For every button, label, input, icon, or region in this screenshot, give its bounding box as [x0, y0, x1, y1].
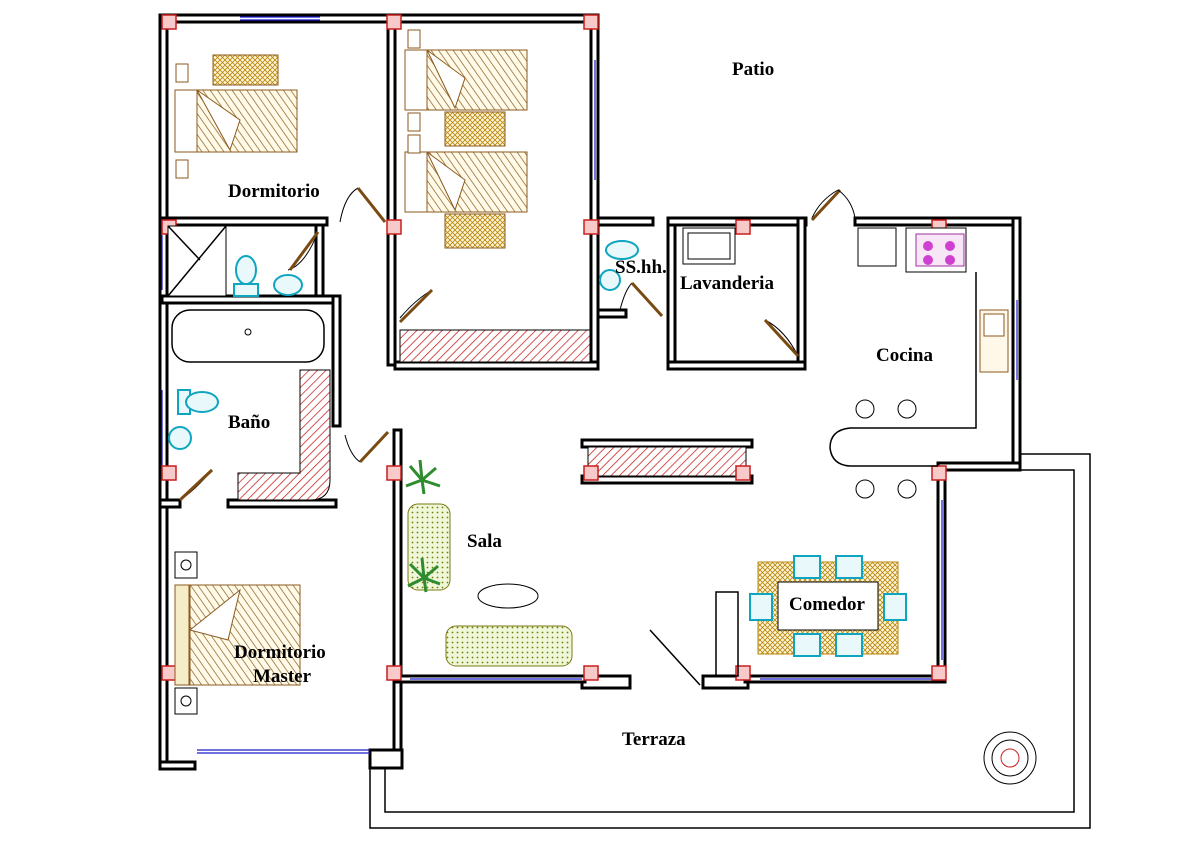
bathtub-and-fixtures [168, 309, 325, 450]
label-patio: Patio [732, 59, 774, 80]
sala-furniture [405, 459, 573, 667]
bed-dormitorio [174, 54, 298, 179]
label-sshh: SS.hh. [615, 257, 667, 278]
label-lavanderia: Lavanderia [680, 273, 774, 294]
hatched-areas [237, 329, 747, 501]
label-comedor: Comedor [789, 594, 866, 615]
laundry-sink [682, 227, 736, 265]
windows [161, 16, 1018, 754]
dining-set [749, 555, 907, 657]
plant-icon [407, 557, 441, 593]
label-sala: Sala [467, 531, 502, 552]
plant-icon [405, 459, 441, 495]
shower-and-wc [167, 225, 303, 297]
label-bano: Baño [228, 412, 270, 433]
bed-master [174, 551, 301, 715]
doors [178, 187, 856, 686]
beds-dormitorio-2 [404, 29, 528, 249]
label-master-line1: Dormitorio [234, 642, 326, 663]
terrace-outline [369, 453, 1091, 829]
sshh-fixtures [599, 240, 639, 291]
grill-icon [983, 731, 1037, 785]
kitchen-fixtures [829, 227, 1009, 499]
label-terraza: Terraza [622, 729, 686, 750]
label-dormitorio: Dormitorio [228, 181, 320, 202]
structural-columns [161, 14, 947, 681]
label-cocina: Cocina [876, 345, 934, 366]
label-master-line2: Master [253, 666, 312, 687]
